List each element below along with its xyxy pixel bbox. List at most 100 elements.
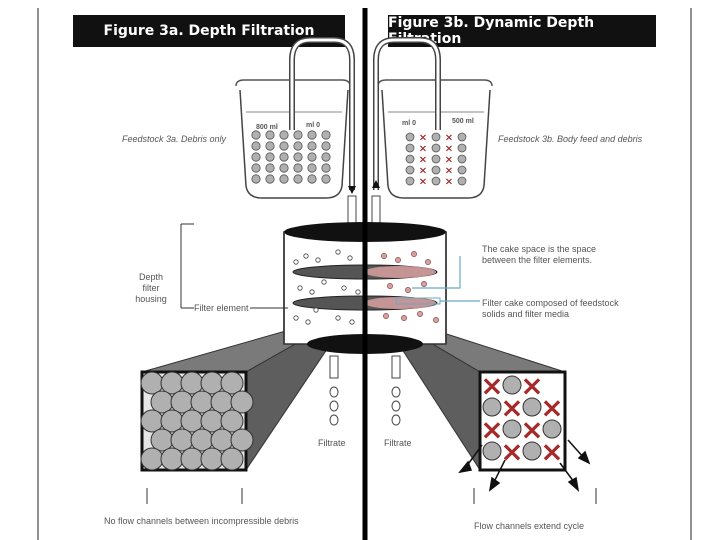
incompressible-debris [200,371,224,395]
body-feed-mark: × [419,144,427,155]
debris-particle [307,163,317,173]
debris-particle [307,152,317,162]
cake-particle [401,315,407,321]
cake-particle [421,281,427,287]
incompressible-debris [230,390,254,414]
debris-particle [279,141,289,151]
filter-cake-label: Filter cake composed of feedstock solids… [482,298,619,319]
debris-particle [251,130,261,140]
body-feed-mark: × [500,391,523,424]
beaker-b-mark-right: 500 ml [452,118,474,125]
incompressible-debris [190,428,214,452]
debris-particle [251,141,261,151]
debris-particle [279,163,289,173]
debris-particle [279,130,289,140]
housing-particle [347,255,353,261]
incompressible-debris [230,428,254,452]
housing-particle [321,279,327,285]
debris-particle [307,174,317,184]
incompressible-debris [170,390,194,414]
housing-particle [293,259,299,265]
body-feed-mark: × [540,391,563,424]
debris-particle [431,132,441,142]
cake-particle [395,257,401,263]
debris-particle [457,176,467,186]
filtrate-a-label: Filtrate [318,438,346,448]
filter-element-label: Filter element [194,303,249,313]
filter-cake-highlight [395,297,441,305]
cake-particle [381,253,387,259]
incompressible-debris [200,447,224,471]
depth-filter-housing-label: Depth filter housing [135,272,167,304]
body-feed-mark: × [500,435,523,468]
debris-particle [293,152,303,162]
incompressible-debris [160,409,184,433]
magnified-cake-a [140,370,254,472]
cake-particle [383,313,389,319]
incompressible-debris [170,428,194,452]
incompressible-debris [150,428,174,452]
debris-particle [502,419,522,439]
debris-particle [405,176,415,186]
debris-particle [405,143,415,153]
incompressible-debris [180,409,204,433]
debris-particle [321,163,331,173]
debris-particle [321,141,331,151]
debris-particle [522,441,542,461]
debris-particle [431,176,441,186]
incompressible-debris [150,390,174,414]
debris-particle [405,165,415,175]
beaker-a-mark-right: ml 0 [306,122,321,129]
debris-particle [457,154,467,164]
cake-particle [433,317,439,323]
cake-particle [405,287,411,293]
debris-particle [457,143,467,153]
debris-particle [293,130,303,140]
housing-particle [309,289,315,295]
bottom-caption-a: No flow channels between incompressible … [104,516,299,526]
beaker-a-debris [251,130,331,184]
body-feed-mark: × [419,155,427,166]
debris-particle [431,154,441,164]
debris-particle [307,130,317,140]
body-feed-mark: × [445,166,453,177]
incompressible-debris [220,409,244,433]
debris-particle [307,141,317,151]
cake-particle [417,311,423,317]
body-feed-mark: × [419,177,427,188]
incompressible-debris [140,409,164,433]
debris-particle [265,130,275,140]
incompressible-debris [140,371,164,395]
housing-particle [313,307,319,313]
debris-particle [279,174,289,184]
housing-particle [335,315,341,321]
beaker-a-mark-left: 800 ml [256,124,278,131]
debris-particle [251,163,261,173]
housing-bracket [180,223,194,309]
feedstock-b-label: Feedstock 3b. Body feed and debris [498,134,643,144]
incompressible-debris [220,447,244,471]
incompressible-debris [160,371,184,395]
debris-particle [251,152,261,162]
filtrate-drain-b [391,355,401,426]
debris-particle [251,174,261,184]
body-feed-mark: × [445,177,453,188]
body-feed-mark: × [445,144,453,155]
incompressible-debris [180,447,204,471]
debris-particle [405,132,415,142]
debris-particle [321,174,331,184]
cake-space-label: The cake space is the space between the … [482,244,597,265]
housing-particle [297,285,303,291]
housing-particle [349,319,355,325]
debris-particle [482,441,502,461]
feedstock-a-label: Feedstock 3a. Debris only [122,134,227,144]
filtrate-drain-a [329,355,339,426]
debris-particle [502,375,522,395]
body-feed-mark: × [480,413,503,446]
housing-particle [293,315,299,321]
magnified-cake-b: ×××××××× [478,369,567,472]
cake-particle [425,259,431,265]
body-feed-mark: × [445,133,453,144]
debris-particle [482,397,502,417]
